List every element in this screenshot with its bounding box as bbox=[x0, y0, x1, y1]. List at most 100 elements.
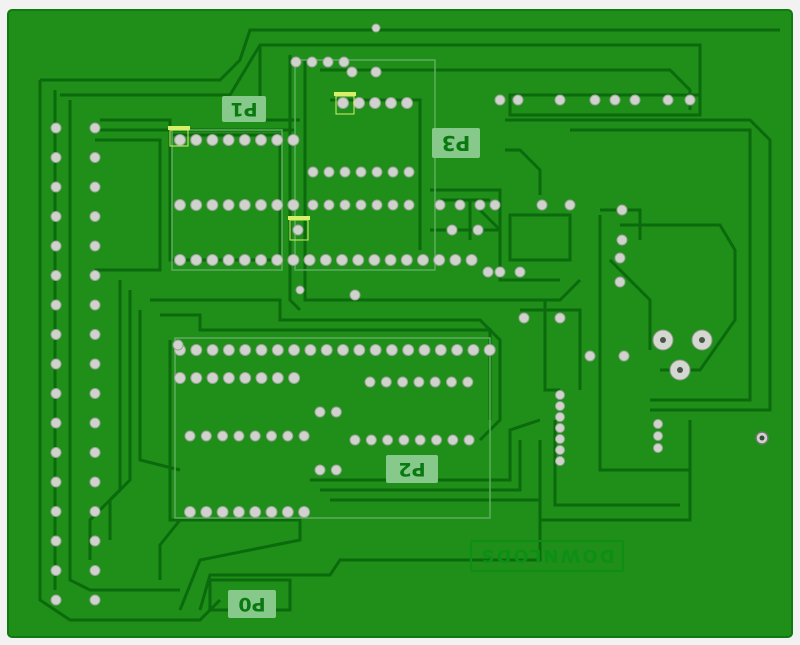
solder-pad bbox=[89, 447, 101, 458]
solder-pad bbox=[684, 94, 696, 106]
solder-pad bbox=[353, 97, 365, 109]
solder-pad bbox=[89, 565, 101, 576]
solder-pad bbox=[287, 254, 300, 266]
solder-pad bbox=[555, 456, 565, 466]
solder-pad bbox=[216, 506, 229, 518]
solder-pad bbox=[271, 372, 284, 384]
solder-pad bbox=[365, 434, 377, 446]
solder-pad bbox=[589, 94, 601, 106]
solder-pad bbox=[352, 254, 365, 266]
solder-pad bbox=[304, 344, 317, 356]
solder-pad bbox=[346, 66, 358, 78]
solder-pad bbox=[339, 166, 351, 178]
solder-pad bbox=[306, 56, 318, 68]
solder-pad bbox=[322, 56, 334, 68]
solder-pad bbox=[50, 270, 62, 281]
solder-pad bbox=[184, 506, 196, 518]
solder-pad bbox=[184, 430, 196, 442]
solder-pad bbox=[369, 344, 382, 356]
solder-pad bbox=[514, 266, 526, 278]
solder-pad bbox=[290, 56, 302, 68]
solder-pad bbox=[554, 312, 566, 324]
solder-pad bbox=[446, 376, 457, 388]
solder-pad bbox=[238, 199, 251, 211]
solder-pad bbox=[89, 417, 101, 429]
solder-pad bbox=[89, 152, 101, 163]
solder-pad bbox=[89, 506, 101, 517]
solder-pad bbox=[369, 97, 381, 109]
solder-pad bbox=[472, 224, 484, 236]
solder-pad bbox=[319, 254, 332, 266]
solder-pad bbox=[512, 94, 524, 106]
solder-pad bbox=[238, 254, 251, 266]
solder-pad bbox=[494, 266, 506, 278]
solder-pad bbox=[50, 122, 62, 134]
solder-pad bbox=[384, 254, 397, 266]
label-p1: P1 bbox=[222, 96, 266, 122]
solder-pad bbox=[190, 134, 203, 146]
solder-pad bbox=[50, 417, 62, 429]
solder-pad bbox=[349, 434, 361, 446]
solder-pad bbox=[371, 166, 383, 178]
solder-pad bbox=[222, 134, 235, 146]
solder-pad bbox=[397, 376, 409, 388]
solder-pad bbox=[239, 372, 252, 384]
solder-pad bbox=[89, 476, 101, 488]
solder-pad bbox=[339, 199, 351, 211]
solder-pad bbox=[50, 240, 62, 252]
solder-pad bbox=[271, 344, 284, 356]
solder-pad bbox=[222, 344, 235, 356]
solder-pad bbox=[89, 181, 101, 193]
solder-pad bbox=[50, 476, 62, 488]
solder-pad bbox=[89, 535, 101, 547]
regulator-pads bbox=[652, 329, 713, 381]
solder-pad bbox=[200, 506, 213, 518]
solder-pad bbox=[417, 254, 429, 266]
solder-pad bbox=[403, 199, 415, 211]
solder-pad bbox=[616, 204, 628, 216]
solder-pad bbox=[467, 344, 480, 356]
solder-pad bbox=[50, 535, 62, 547]
solder-pad bbox=[217, 430, 229, 442]
solder-pad bbox=[330, 406, 342, 418]
solder-pad bbox=[50, 211, 62, 222]
solder-pad bbox=[50, 181, 62, 193]
brand-label: DOWNLODS bbox=[470, 540, 624, 572]
solder-pad bbox=[320, 344, 333, 356]
solder-pad bbox=[206, 254, 219, 266]
solder-pad bbox=[330, 464, 342, 476]
solder-pad bbox=[287, 134, 300, 146]
solder-pad bbox=[307, 199, 319, 211]
solder-pad bbox=[489, 199, 501, 211]
solder-pad bbox=[662, 94, 674, 106]
solder-pad bbox=[314, 464, 326, 476]
solder-pad bbox=[451, 344, 464, 356]
solder-pad bbox=[323, 166, 335, 178]
solder-pad bbox=[434, 199, 446, 211]
solder-pad bbox=[368, 254, 381, 266]
solder-pad bbox=[462, 376, 474, 388]
solder-pad bbox=[483, 344, 496, 356]
solder-pad bbox=[190, 254, 203, 266]
solder-pad bbox=[303, 254, 316, 266]
solder-pad bbox=[89, 270, 101, 281]
solder-pad bbox=[387, 199, 399, 211]
solder-pad bbox=[337, 97, 349, 109]
solder-pad bbox=[414, 434, 426, 446]
solder-pad bbox=[271, 254, 284, 266]
solder-pad bbox=[190, 344, 203, 356]
label-p0: P0 bbox=[228, 590, 276, 618]
solder-pad bbox=[206, 344, 219, 356]
solder-pad bbox=[298, 430, 310, 442]
solder-pad bbox=[281, 506, 294, 518]
solder-pad bbox=[653, 431, 663, 441]
label-p2: P2 bbox=[386, 455, 438, 483]
solder-pad bbox=[555, 423, 565, 433]
solder-pad bbox=[518, 312, 530, 324]
solder-pad bbox=[482, 266, 494, 278]
solder-pad bbox=[609, 94, 621, 106]
solder-pad bbox=[555, 401, 565, 411]
solder-pad bbox=[474, 199, 486, 211]
solder-pad bbox=[433, 254, 446, 266]
solder-pad bbox=[403, 166, 415, 178]
